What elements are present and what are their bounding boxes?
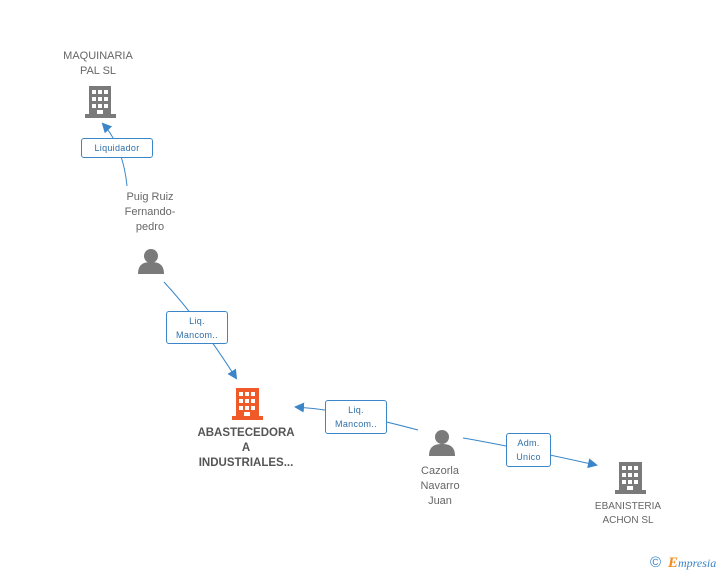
edge-label-line: Mancom..	[335, 419, 377, 429]
node-label-line: pedro	[135, 221, 165, 233]
brand-initial: E	[668, 555, 679, 571]
brand-name: mpresia	[678, 556, 717, 570]
building-icon[interactable]	[232, 388, 263, 420]
node-label-line: MAQUINARIA	[63, 50, 133, 62]
node-label-line: A	[241, 442, 251, 454]
edge-label-line: Unico	[516, 452, 541, 462]
node-label-cazorla[interactable]: Cazorla Navarro Juan	[400, 464, 480, 509]
edge-label-line: Liq.	[348, 405, 364, 415]
node-label-line: PAL SL	[79, 65, 117, 77]
node-label-line: EBANISTERIA	[594, 501, 662, 512]
brand-logo[interactable]: Empresia	[668, 555, 716, 572]
node-label-line: ABASTECEDORA	[197, 427, 295, 439]
edge-label-liq-mancom[interactable]: Liq. Mancom..	[166, 311, 228, 344]
node-label-puig[interactable]: Puig Ruiz Fernando- pedro	[100, 190, 200, 235]
edge-label-line: Liq.	[189, 316, 205, 326]
node-label-line: Navarro	[420, 480, 460, 492]
node-label-line: Fernando-	[124, 206, 176, 218]
person-icon[interactable]	[138, 249, 164, 274]
node-label-line: Puig Ruiz	[126, 191, 174, 203]
building-icon[interactable]	[85, 86, 116, 118]
edge-label-line: Mancom..	[176, 330, 218, 340]
node-label-abastecedora[interactable]: ABASTECEDORA A INDUSTRIALES...	[186, 426, 306, 471]
node-label-maquinaria[interactable]: MAQUINARIA PAL SL	[48, 49, 148, 79]
node-label-line: ACHON SL	[602, 515, 654, 526]
edge-label-line: Liquidador	[94, 143, 140, 153]
edge-label-adm-unico[interactable]: Adm. Unico	[506, 433, 551, 467]
node-label-line: INDUSTRIALES...	[198, 457, 294, 469]
node-label-line: Cazorla	[421, 465, 459, 477]
edge-label-line: Adm.	[517, 438, 540, 448]
edge-label-liquidador[interactable]: Liquidador	[81, 138, 153, 158]
node-label-line: Juan	[428, 495, 452, 507]
building-icon[interactable]	[615, 462, 646, 494]
node-label-ebanisteria[interactable]: EBANISTERIA ACHON SL	[578, 500, 678, 528]
edge-label-liq-mancom[interactable]: Liq. Mancom..	[325, 400, 387, 434]
person-icon[interactable]	[429, 430, 455, 456]
copyright-icon: ©	[650, 554, 662, 571]
footer-brand: © Empresia	[650, 553, 728, 573]
